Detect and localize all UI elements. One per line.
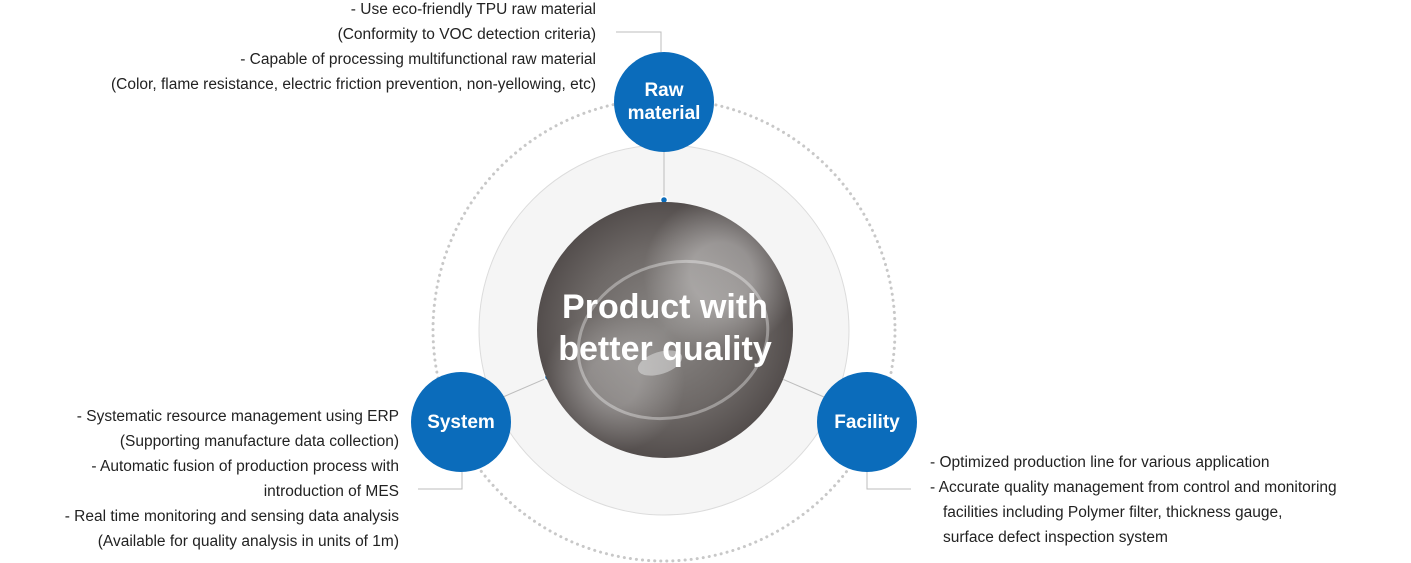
raw-material-line-1: - Use eco-friendly TPU raw material — [350, 1, 596, 18]
facility-description: - Optimized production line for various … — [930, 450, 1337, 550]
system-line-1: - Systematic resource management using E… — [76, 408, 399, 425]
system-line-5: - Real time monitoring and sensing data … — [64, 508, 399, 525]
node-raw-material-line2: material — [627, 103, 701, 124]
center-title-line1: Product with — [562, 288, 768, 326]
raw-material-line-2: (Conformity to VOC detection criteria) — [337, 26, 596, 43]
connector-facility — [779, 377, 825, 398]
node-raw-material: Raw material — [614, 52, 714, 152]
system-line-4: introduction of MES — [263, 483, 399, 500]
facility-line-4: surface defect inspection system — [943, 529, 1168, 546]
system-line-2: (Supporting manufacture data collection) — [119, 433, 399, 450]
system-description: - Systematic resource management using E… — [65, 404, 399, 554]
node-system-label: System — [427, 411, 495, 433]
center-product-photo: Product with better quality — [537, 202, 793, 458]
system-line-6: (Available for quality analysis in units… — [97, 533, 399, 550]
raw-material-line-3: - Capable of processing multifunctional … — [240, 51, 596, 68]
outer-dotted-ring — [431, 97, 897, 563]
facility-line-2: - Accurate quality management from contr… — [930, 479, 1337, 496]
raw-material-description: - Use eco-friendly TPU raw material (Con… — [111, 0, 596, 97]
center-title: Product with better quality — [537, 286, 793, 370]
callout-raw — [616, 31, 662, 52]
node-facility: Facility — [817, 372, 917, 472]
node-raw-material-line1: Raw — [644, 80, 684, 101]
callout-system — [418, 472, 463, 490]
callout-facility — [866, 472, 911, 490]
raw-material-line-4: (Color, flame resistance, electric frict… — [110, 76, 596, 93]
facility-line-1: - Optimized production line for various … — [930, 454, 1270, 471]
connector-system — [502, 377, 548, 398]
system-line-3: - Automatic fusion of production process… — [91, 458, 399, 475]
center-title-line2: better quality — [558, 330, 772, 368]
facility-line-3: facilities including Polymer filter, thi… — [943, 504, 1283, 521]
node-facility-label: Facility — [834, 411, 900, 433]
node-system: System — [411, 372, 511, 472]
